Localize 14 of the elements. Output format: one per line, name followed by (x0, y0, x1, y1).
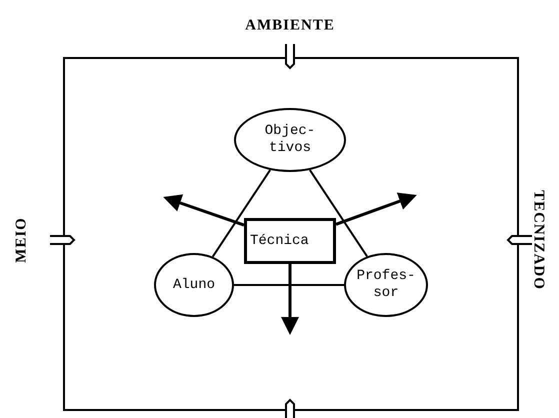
side-label: TECNIZADO (530, 190, 546, 290)
node-label: Objec- tivos (264, 123, 316, 157)
arrow (281, 264, 299, 335)
arrow (163, 194, 244, 226)
node-label: Técnica (250, 232, 310, 250)
side-label: MEIO (14, 217, 30, 263)
node-label: Profes- sor (356, 268, 416, 302)
node-label: Aluno (172, 276, 216, 294)
connector-line (308, 169, 368, 257)
arrow (335, 192, 417, 226)
box-node (244, 218, 336, 264)
side-label: AMBIENTE (245, 18, 335, 34)
connector-line (234, 284, 344, 286)
connector-line (212, 169, 272, 258)
